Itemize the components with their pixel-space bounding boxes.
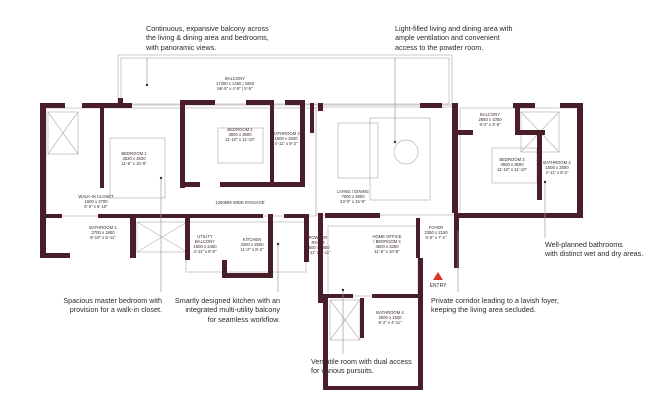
svg-text:23'-0" x 15'-9": 23'-0" x 15'-9"	[340, 199, 366, 204]
bed-1	[109, 137, 166, 199]
svg-text:2850 x 1050: 2850 x 1050	[478, 117, 502, 122]
room-label-living-dining: LIVING / DINING 7000 x 4800 23'-0" x 15'…	[337, 189, 369, 204]
passage-label: 1200MM WIDE PASSAGE	[215, 200, 264, 205]
leader-lines	[145, 58, 547, 354]
svg-text:7000 x 4800: 7000 x 4800	[341, 194, 365, 199]
room-label-walk-in-closet: WALK-IN CLOSET 1600 x 2700 5'-3" x 8'-10…	[78, 194, 114, 209]
callout-master-bedroom: Spacious master bedroom with provision f…	[63, 296, 162, 315]
svg-text:WALK-IN CLOSET: WALK-IN CLOSET	[78, 194, 114, 199]
callout-living: Light-filled living and dining area with…	[395, 24, 513, 52]
svg-text:KITCHEN: KITCHEN	[243, 237, 261, 242]
svg-text:3520 x 4820: 3520 x 4820	[122, 156, 146, 161]
bed-2	[217, 127, 264, 164]
svg-text:2700 x 1800: 2700 x 1800	[91, 230, 115, 235]
svg-text:POWDER: POWDER	[309, 235, 328, 240]
walls	[40, 98, 583, 390]
svg-text:BATHROOM 1: BATHROOM 1	[89, 225, 117, 230]
svg-text:4'-11" x 8'-0": 4'-11" x 8'-0"	[193, 249, 217, 254]
svg-text:1500 x 1800: 1500 x 1800	[306, 245, 330, 250]
svg-text:BALCONY: BALCONY	[225, 76, 245, 81]
main-balcony-outline	[117, 54, 453, 106]
room-label-kitchen: KITCHEN 3400 x 2500 11'-2" x 8'-2"	[240, 237, 264, 252]
svg-text:11'-6" x 15'-9": 11'-6" x 15'-9"	[121, 161, 147, 166]
room-label-bathroom-2: BATHROOM 2 1500 x 2500 4'-11" x 8'-2"	[272, 131, 300, 146]
svg-text:BEDROOM 1: BEDROOM 1	[121, 151, 147, 156]
svg-text:11'-2" x 8'-2": 11'-2" x 8'-2"	[240, 247, 264, 252]
svg-text:BALCONY: BALCONY	[480, 112, 500, 117]
room-label-bedroom-3: BEDROOM 3 3600 x 3600 11'-10" x 11'-10"	[497, 157, 527, 172]
callout-balcony: Continuous, expansive balcony across the…	[146, 24, 269, 52]
svg-text:BALCONY: BALCONY	[195, 239, 215, 244]
svg-text:/ BEDROOM 4: / BEDROOM 4	[373, 239, 401, 244]
room-label-bathroom-1: BATHROOM 1 2700 x 1800 8'-10" x 5'-11"	[89, 225, 117, 240]
svg-text:ROOM: ROOM	[311, 240, 325, 245]
svg-text:4'-11" x 5'-11": 4'-11" x 5'-11"	[305, 250, 331, 255]
room-label-home-office: HOME OFFICE / BEDROOM 4 3500 x 3250 11'-…	[372, 234, 401, 254]
shower-1	[47, 111, 79, 155]
svg-text:5'-3" x 8'-10": 5'-3" x 8'-10"	[84, 204, 108, 209]
callout-corridor: Private corridor leading to a lavish foy…	[431, 296, 559, 315]
svg-text:1500 x 2500: 1500 x 2500	[545, 165, 569, 170]
room-label-bedroom-2: BEDROOM 2 3600 x 3600 11'-10" x 11'-10"	[225, 127, 255, 142]
entry-marker-icon	[433, 272, 443, 280]
room-label-bathroom-3: BATHROOM 2 1500 x 2500 4'-11" x 8'-2"	[543, 160, 571, 175]
svg-text:BEDROOM 2: BEDROOM 2	[227, 127, 253, 132]
svg-text:56'-5" x 4'-9" | 5'-5": 56'-5" x 4'-9" | 5'-5"	[217, 86, 253, 91]
callout-bathrooms: Well-planned bathrooms with distinct wet…	[545, 240, 644, 259]
svg-text:BATHROOM 2: BATHROOM 2	[272, 131, 300, 136]
svg-text:HOME OFFICE: HOME OFFICE	[372, 234, 401, 239]
svg-text:FOYER: FOYER	[429, 225, 443, 230]
svg-text:3600 x 3600: 3600 x 3600	[228, 132, 252, 137]
svg-text:11'-6" x 10'-8": 11'-6" x 10'-8"	[374, 249, 400, 254]
room-label-foyer: FOYER 2350 x 2150 6'-5" x 7'-1"	[424, 225, 448, 240]
svg-text:LIVING / DINING: LIVING / DINING	[337, 189, 369, 194]
svg-text:1500 x 2450: 1500 x 2450	[193, 244, 217, 249]
callout-office: Versatile room with dual access for vari…	[311, 357, 412, 376]
svg-text:BATHROOM 2: BATHROOM 2	[543, 160, 571, 165]
svg-text:6'-5" x 7'-1": 6'-5" x 7'-1"	[425, 235, 447, 240]
svg-text:1500 x 2500: 1500 x 2500	[274, 136, 298, 141]
callout-kitchen: Smartly designed kitchen with an integra…	[174, 296, 280, 324]
svg-text:8'-2" x 4'-11": 8'-2" x 4'-11"	[378, 320, 402, 325]
svg-text:17200 x 1450 | 1650: 17200 x 1450 | 1650	[216, 81, 255, 86]
svg-text:9'-4" x 3'-5": 9'-4" x 3'-5"	[479, 122, 501, 127]
svg-text:BEDROOM 3: BEDROOM 3	[499, 157, 525, 162]
svg-text:2350 x 2150: 2350 x 2150	[424, 230, 448, 235]
svg-text:4'-11" x 8'-2": 4'-11" x 8'-2"	[274, 141, 298, 146]
svg-text:2500 x 1500: 2500 x 1500	[378, 315, 402, 320]
dining-table	[337, 122, 379, 179]
room-label-bathroom-4: BATHROOM 4 2500 x 1500 8'-2" x 4'-11"	[376, 310, 404, 325]
svg-text:11'-10" x 11'-10": 11'-10" x 11'-10"	[497, 167, 527, 172]
svg-text:3400 x 2500: 3400 x 2500	[240, 242, 264, 247]
svg-text:BATHROOM 4: BATHROOM 4	[376, 310, 404, 315]
sofa-rug	[369, 117, 431, 201]
svg-text:3500 x 3250: 3500 x 3250	[375, 244, 399, 249]
coffee-table	[393, 139, 419, 165]
svg-text:3600 x 3600: 3600 x 3600	[500, 162, 524, 167]
svg-text:1600 x 2700: 1600 x 2700	[84, 199, 108, 204]
svg-text:4'-11" x 8'-2": 4'-11" x 8'-2"	[545, 170, 569, 175]
svg-text:UTILITY: UTILITY	[197, 234, 213, 239]
room-label-bedroom-1: BEDROOM 1 3520 x 4820 11'-6" x 15'-9"	[121, 151, 147, 166]
svg-text:8'-10" x 5'-11": 8'-10" x 5'-11"	[90, 235, 116, 240]
room-label-utility-balcony: UTILITY BALCONY 1500 x 2450 4'-11" x 8'-…	[193, 234, 217, 254]
entry-label: ENTRY	[430, 283, 448, 289]
room-label-balcony-main: BALCONY 17200 x 1450 | 1650 56'-5" x 4'-…	[216, 76, 255, 91]
svg-text:11'-10" x 11'-10": 11'-10" x 11'-10"	[225, 137, 255, 142]
room-label-powder-room: POWDER ROOM 1500 x 1800 4'-11" x 5'-11"	[305, 235, 331, 255]
room-label-balcony-bedroom-3: BALCONY 2850 x 1050 9'-4" x 3'-5"	[478, 112, 502, 127]
